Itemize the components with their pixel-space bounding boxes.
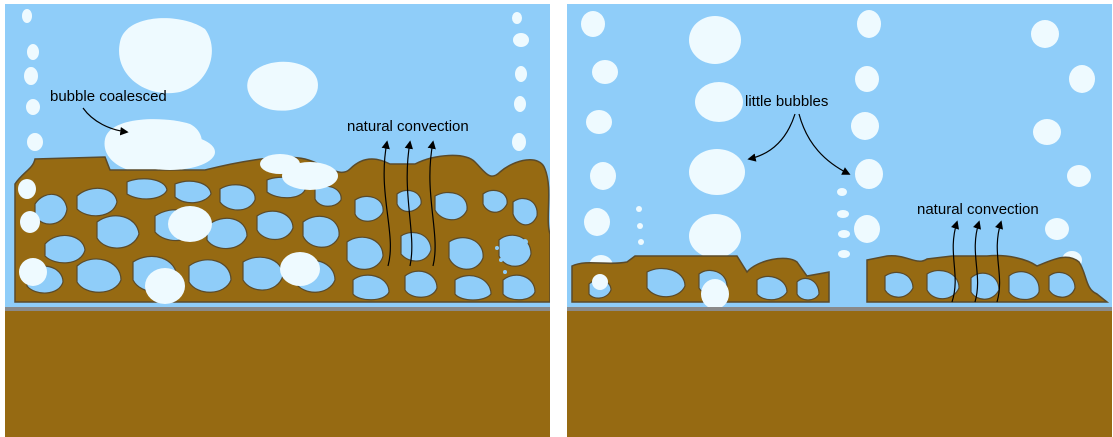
substrate-top-edge bbox=[567, 307, 1112, 311]
label-little-bubbles: little bubbles bbox=[745, 93, 828, 110]
right-panel: little bubbles natural convection bbox=[567, 4, 1112, 437]
left-panel: bubble coalesced natural convection bbox=[5, 4, 550, 437]
label-bubble-coalesced: bubble coalesced bbox=[50, 88, 167, 105]
substrate-top-edge bbox=[5, 307, 550, 311]
left-diagram: bubble coalesced natural convection bbox=[5, 4, 550, 437]
right-diagram: little bubbles natural convection bbox=[567, 4, 1112, 437]
label-natural-convection-right: natural convection bbox=[917, 201, 1039, 218]
label-natural-convection-left: natural convection bbox=[347, 118, 469, 135]
porous-structure bbox=[15, 134, 550, 304]
substrate bbox=[5, 309, 550, 437]
substrate bbox=[567, 309, 1112, 437]
